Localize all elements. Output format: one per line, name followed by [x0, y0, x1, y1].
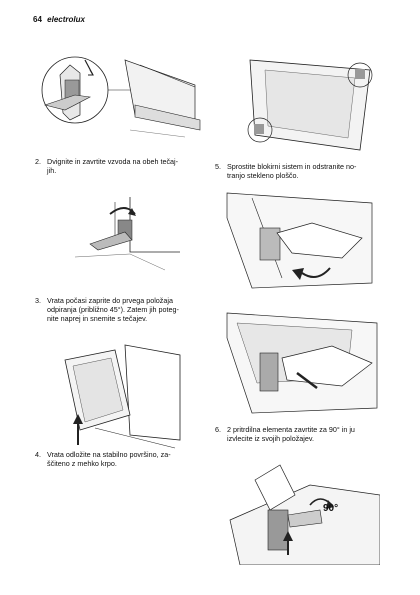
step-5: 5. Sprostite blokirni sistem in odstranit… — [215, 162, 400, 180]
step-text: ščiteno z mehko krpo. — [47, 459, 117, 469]
step-text: jih. — [47, 166, 57, 176]
step-number: 2. — [35, 157, 41, 166]
page-header: 64 electrolux — [33, 15, 85, 24]
figure-remove-glass — [222, 308, 387, 418]
page-number: 64 — [33, 15, 42, 24]
step-text: Vrata odložite na stabilno površino, za- — [47, 450, 171, 459]
step-text: nite naprej in snemite s tečajev. — [47, 314, 148, 324]
step-number: 3. — [35, 296, 41, 305]
step-text: tranjo stekleno ploščo. — [227, 171, 299, 181]
figure-lever-rotate — [70, 192, 185, 282]
step-text: Sprostite blokirni sistem in odstranite … — [227, 162, 357, 171]
step-number: 4. — [35, 450, 41, 459]
step-4: 4. Vrata odložite na stabilno površino, z… — [35, 450, 215, 468]
step-3: 3. Vrata počasi zaprite do prvega položaj… — [35, 296, 215, 324]
brand-logo: electrolux — [47, 15, 85, 24]
figure-fixing-elements: 90° — [220, 455, 380, 565]
figure-release-lock — [222, 188, 387, 293]
step-number: 5. — [215, 162, 221, 171]
step-2: 2. Dvignite in zavrtite vzvoda na obeh te… — [35, 157, 215, 175]
step-text: Dvignite in zavrtite vzvoda na obeh teča… — [47, 157, 179, 166]
angle-label: 90° — [323, 503, 339, 514]
step-text: odpiranja (približno 45°). Zatem jih pot… — [47, 305, 179, 315]
step-number: 6. — [215, 425, 221, 434]
figure-glass-panel — [240, 50, 380, 155]
step-6: 6. 2 pritrdilna elementa zavrtite za 90° … — [215, 425, 400, 443]
step-text: 2 pritrdilna elementa zavrtite za 90° in… — [227, 425, 355, 434]
step-text: izvlecite iz svojih položajev. — [227, 434, 314, 444]
figure-hinge-closeup — [35, 45, 205, 145]
figure-door-remove — [55, 340, 190, 450]
step-text: Vrata počasi zaprite do prvega položaja — [47, 296, 173, 305]
